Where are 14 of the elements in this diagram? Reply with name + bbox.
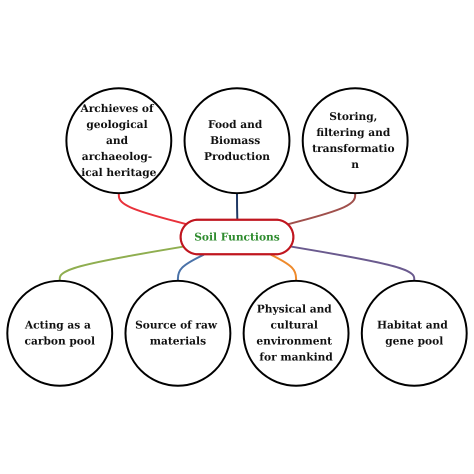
node-circle: Physical and cultural environment for mankind [242, 280, 350, 387]
connector [58, 246, 184, 281]
node-circle: Storing, filtering and transformatio n [302, 87, 409, 194]
node-circle: Food and Biomass Production [184, 87, 290, 194]
connector [288, 193, 356, 226]
connector [118, 193, 188, 226]
connector [176, 254, 204, 281]
connector [290, 246, 416, 281]
node-circle: Habitat and gene pool [360, 280, 468, 387]
node-circle: Source of raw materials [124, 280, 232, 387]
connector [236, 193, 238, 220]
connector [270, 254, 298, 281]
node-circle: Acting as a carbon pool [6, 280, 114, 387]
node-circle: Archieves of geological and archaeolog- ical heritage [65, 87, 172, 194]
